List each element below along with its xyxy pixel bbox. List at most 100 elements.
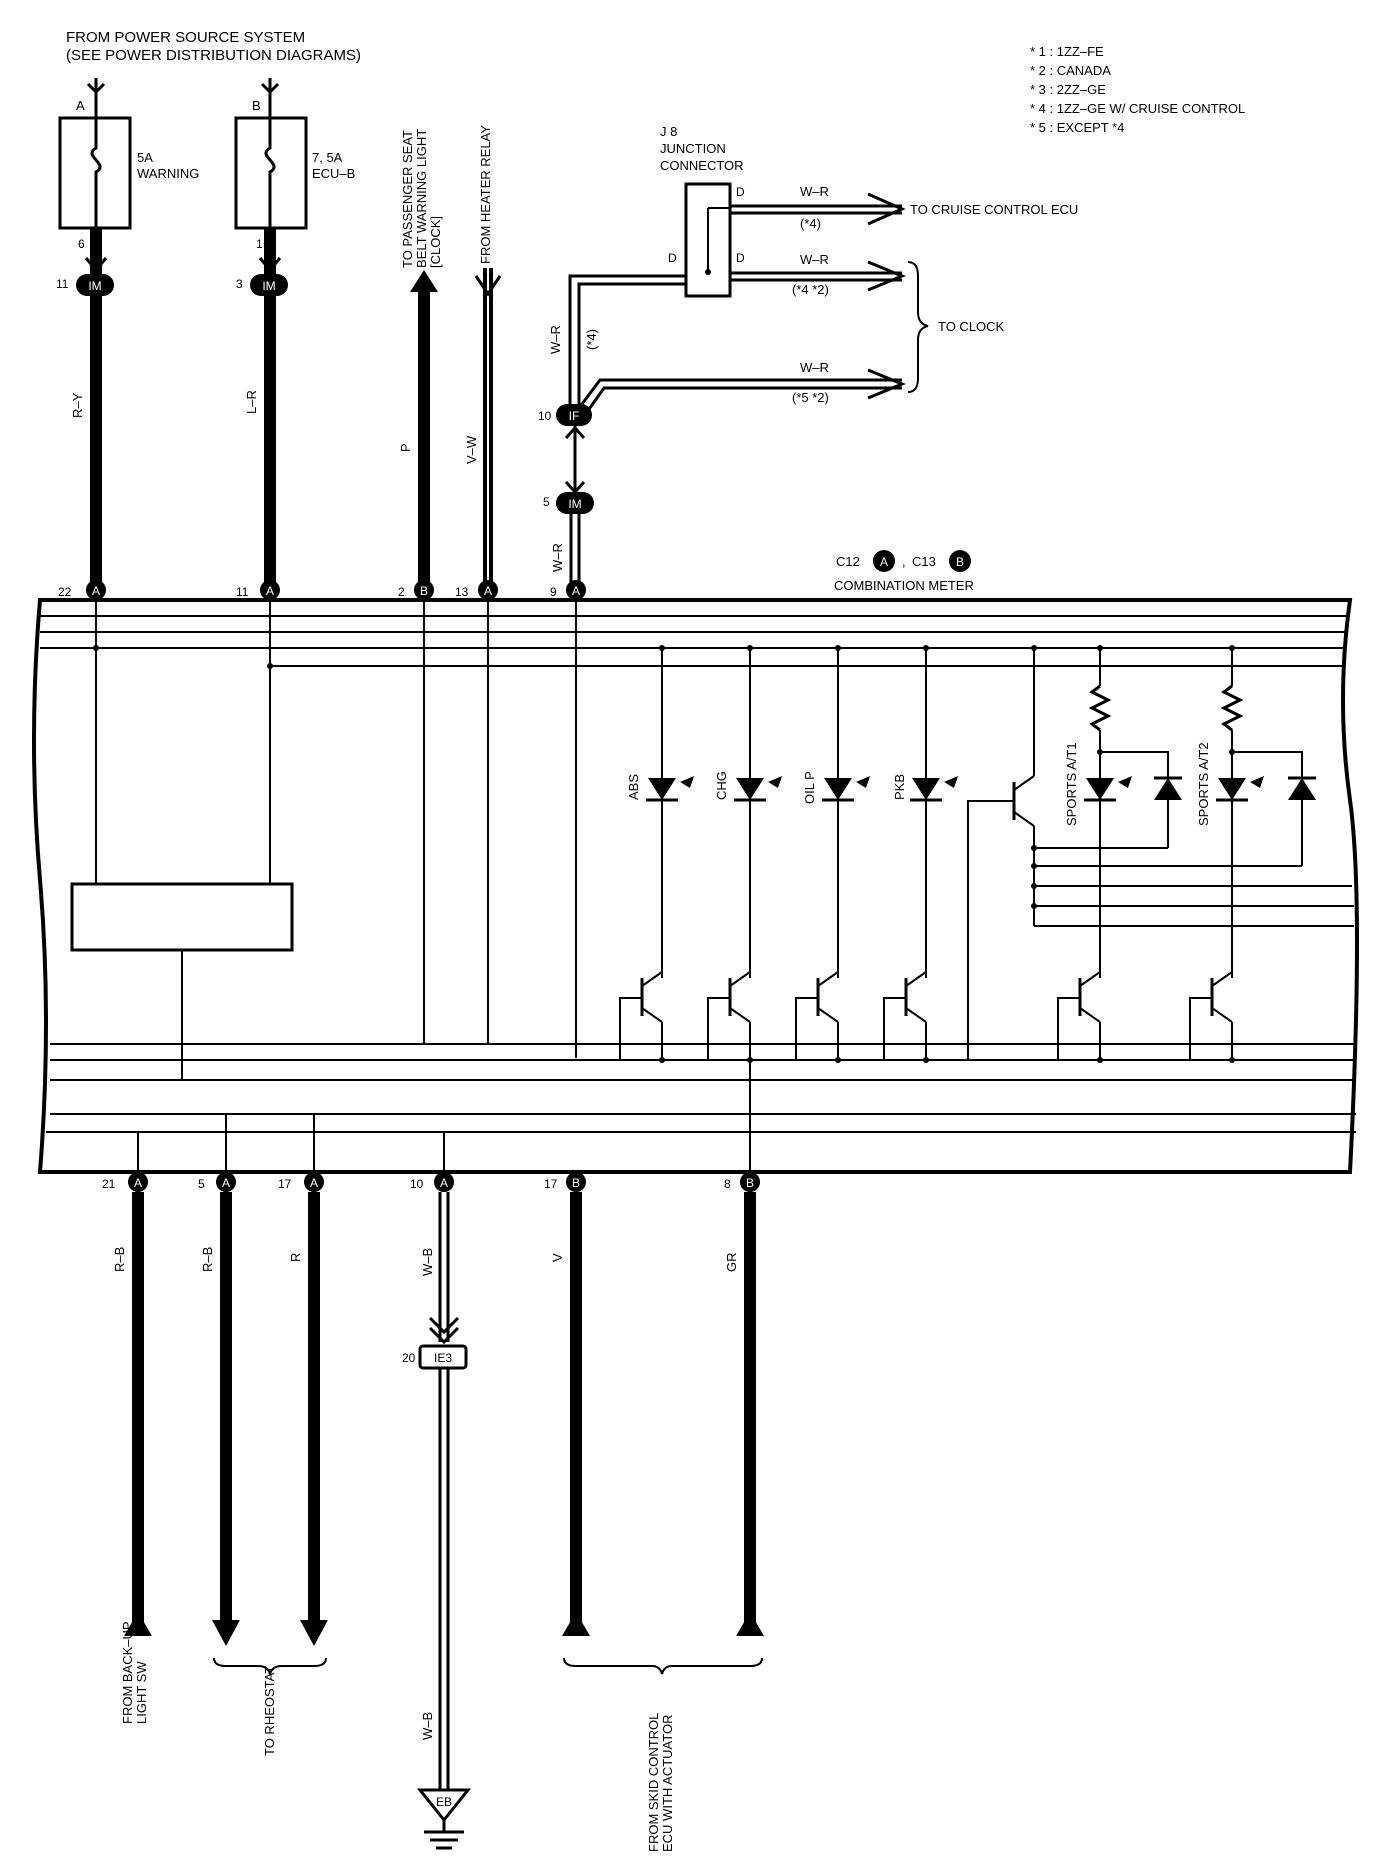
switch-c: [1013, 775, 1035, 791]
conn-im-5-label: IM: [568, 497, 581, 511]
at1-diode-loop: [1100, 751, 1169, 848]
clock-dest: TO CLOCK: [938, 319, 1005, 334]
bottom-wires: R–B FROM BACK–UP LIGHT SW R–B R TO RHEOS…: [112, 1192, 764, 1852]
top-pin-2-letter: B: [420, 584, 428, 598]
top-pin-13: [478, 580, 498, 600]
pkb-base-wire: [883, 997, 906, 1060]
clock-wire-1-label: W–R: [800, 252, 829, 267]
fuse-warning-terminal: A: [76, 98, 85, 113]
conn-if-label: IF: [569, 409, 580, 423]
wire-rheostat-1-label: R–B: [200, 1247, 215, 1272]
combination-meter: [32, 598, 1359, 1174]
clock-wire-2-arrow: [867, 368, 906, 400]
abs-label: ABS: [626, 774, 641, 800]
bot-pin-10: [434, 1172, 454, 1192]
fuse-ecu-b-name: ECU–B: [312, 166, 355, 181]
top-pin-22: [86, 580, 106, 600]
meter-c12-letter: A: [880, 555, 888, 569]
wire-rheostat-1-arrow: [212, 1620, 240, 1646]
passenger-seat-label-2: BELT WARNING LIGHT: [414, 129, 429, 268]
top-pin-11: [260, 580, 280, 600]
abs-transistor-c: [641, 971, 663, 987]
pkb-transistor-e: [905, 1007, 927, 1023]
wire-gr-arrow: [736, 1612, 764, 1636]
clock-wire-2-label: W–R: [800, 360, 829, 375]
fuse-warning-rating: 5A: [137, 150, 153, 165]
conn-im-3-pin: 3: [236, 277, 243, 291]
at2-diode: [1288, 778, 1316, 800]
meter-c13: C13: [912, 554, 936, 569]
wire-backup-arrow: [124, 1612, 152, 1636]
at2-led: [1218, 778, 1246, 800]
chg-led: [736, 778, 764, 800]
junction-node: [705, 269, 711, 275]
conn-im-5-pin: 5: [543, 495, 550, 509]
at1-resistor: [1088, 684, 1112, 732]
bot-pin-21-letter: A: [134, 1176, 142, 1190]
top-pin-11-letter: A: [266, 584, 274, 598]
at1-transistor-c: [1079, 971, 1101, 987]
top-pin-9-num: 9: [550, 585, 557, 599]
pkb-ground-node: [923, 1057, 929, 1063]
pkb-led-ray: [944, 776, 958, 788]
top-pins: 22 A 11 A 2 B 13 A 9 A: [58, 580, 586, 600]
fuse-ecu-b-terminal: B: [252, 98, 261, 113]
at2-base-wire: [1189, 997, 1212, 1060]
at2-diode-loop: [1232, 751, 1303, 866]
bot-pin-10-letter: A: [440, 1176, 448, 1190]
rheostat-brace: [213, 1657, 327, 1675]
wire-p-label: P: [398, 443, 413, 452]
wire-l-r-label: L–R: [244, 390, 259, 414]
clock-brace: [907, 261, 929, 393]
bot-pin-5-num: 5: [198, 1177, 205, 1191]
junction-name-2: CONNECTOR: [660, 158, 744, 173]
top-pin-2-num: 2: [398, 585, 405, 599]
indicator-chg: CHG: [707, 645, 782, 1132]
cruise-wire-note: (*4): [800, 216, 821, 231]
bot-pin-17a-num: 17: [278, 1177, 292, 1191]
bot-pin-17a-letter: A: [310, 1176, 318, 1190]
bot-pin-17b-letter: B: [572, 1176, 580, 1190]
wire-v-arrow: [562, 1612, 590, 1636]
note-5: * 5 : EXCEPT *4: [1030, 120, 1124, 135]
bot-pin-5: [216, 1172, 236, 1192]
chg-label: CHG: [714, 771, 729, 800]
at2-ground-node: [1229, 1057, 1235, 1063]
passenger-seat-wire: TO PASSENGER SEAT BELT WARNING LIGHT [CL…: [398, 129, 443, 582]
switch-node-1: [1031, 845, 1037, 851]
ie3-pin: 20: [402, 1351, 416, 1365]
at1-led: [1086, 778, 1114, 800]
bot-pin-17b-num: 17: [544, 1177, 558, 1191]
indicator-sports-at2: SPORTS A/T2: [1189, 645, 1316, 1063]
chg-base-wire: [707, 997, 730, 1060]
skid-brace: [563, 1657, 763, 1675]
meter-module-box: [70, 882, 294, 952]
meter-c13-letter: B: [956, 555, 964, 569]
junction-body: [684, 182, 732, 298]
indicator-oil-p: OIL P: [795, 645, 870, 1063]
junction-id: J 8: [660, 124, 677, 139]
meter-c12: C12: [836, 554, 860, 569]
wire-w-b-lower-label: W–B: [420, 1712, 435, 1740]
top-pin-9: [566, 580, 586, 600]
rheostat-dest: TO RHEOSTAT: [262, 1666, 277, 1756]
fuse-warning-name: WARNING: [137, 166, 199, 181]
wire-p-arrow: [410, 270, 438, 292]
chg-ground-node: [747, 1057, 753, 1063]
abs-transistor-e: [641, 1007, 663, 1023]
at1-base-wire: [1057, 997, 1080, 1060]
clock-wire-2-note: (*5 *2): [792, 390, 829, 405]
cruise-dest: TO CRUISE CONTROL ECU: [910, 202, 1078, 217]
bot-pin-10-num: 10: [410, 1177, 424, 1191]
clock-wire-2-upper: [577, 378, 902, 409]
fuse-warning-out-pin: 6: [78, 237, 85, 251]
bot-pin-21-num: 21: [102, 1177, 116, 1191]
abs-ground-node: [659, 1057, 665, 1063]
pkb-transistor-c: [905, 971, 927, 987]
ground-eb-triangle: [416, 1788, 472, 1823]
backup-dest-1: FROM BACK–UP: [120, 1621, 135, 1724]
at2-led-ray: [1250, 776, 1264, 788]
fuse-ecu-b-input-arrow: [260, 82, 280, 95]
chg-transistor-c: [729, 971, 751, 987]
at1-label: SPORTS A/T1: [1064, 742, 1079, 826]
